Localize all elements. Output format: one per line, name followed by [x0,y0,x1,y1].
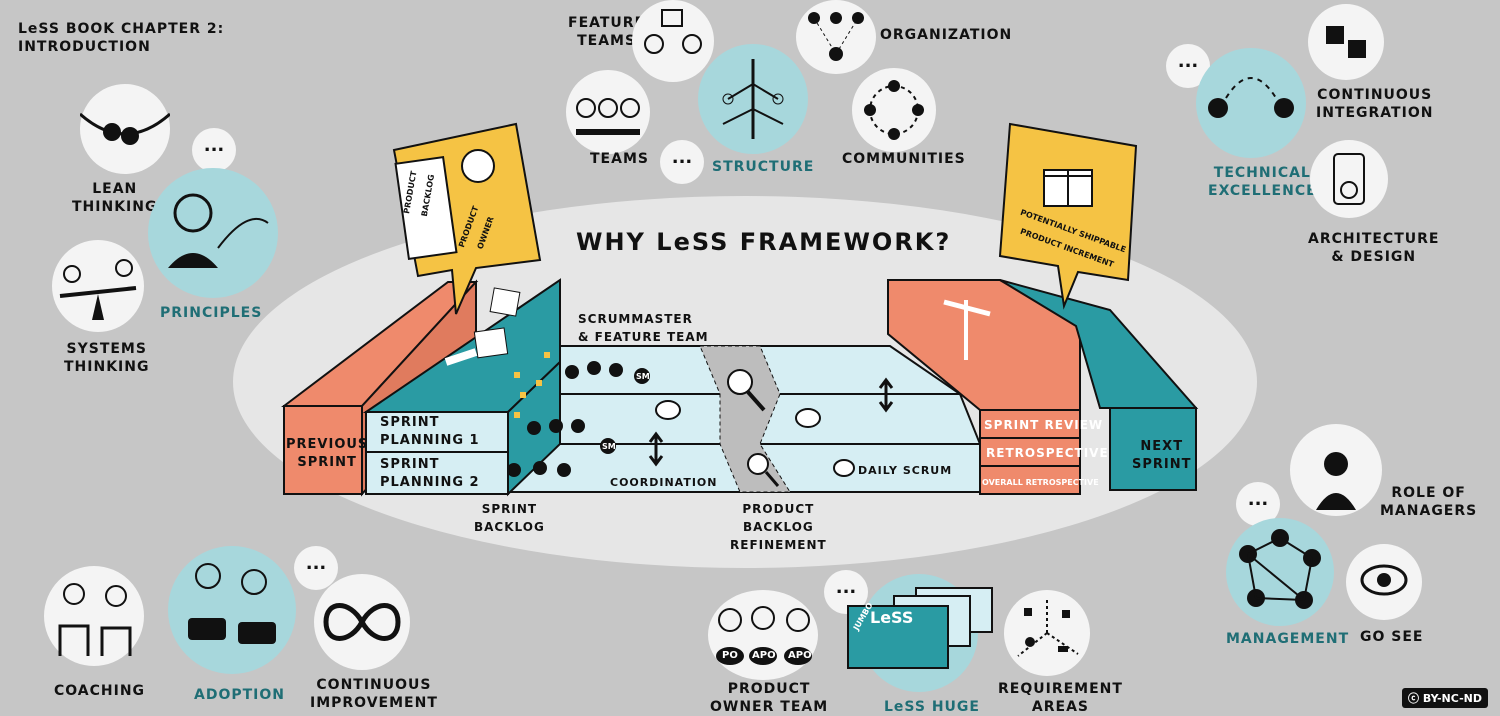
architecture-design-label: ARCHITECTURE & DESIGN [1308,231,1440,265]
sprint-review-label: SPRINT REVIEW [984,418,1104,432]
center-title: WHY LeSS FRAMEWORK? [576,228,952,256]
sm-badge: SM [602,442,616,451]
more-dots: ... [660,140,704,184]
coaching-illustration [44,566,144,666]
scrummaster-feature-team-label: SCRUMMASTER & FEATURE TEAM [578,312,709,344]
sprint-backlog-label: SPRINT BACKLOG [474,502,545,534]
less-boxes-icon [847,587,993,669]
coaching-icon [58,583,132,656]
less-box-label: LeSS [870,608,914,627]
requirement-areas-label: REQUIREMENT AREAS [998,681,1123,715]
systems-thinking-illustration [52,240,144,332]
apo-badge: APO [752,650,776,661]
retrospective-label: RETROSPECTIVE [986,446,1109,460]
requirement-areas-illustration [1004,590,1090,676]
daily-scrum-label: DAILY SCRUM [858,464,953,477]
music-player-icon [1333,153,1365,205]
sprint-planning-2-label: SPRINT PLANNING 2 [380,457,480,490]
puzzle-icon [1326,26,1366,58]
tree-icon [722,59,784,139]
feature-teams-illustration [632,0,714,82]
license-text: BY-NC-ND [1422,692,1482,705]
go-see-illustration [1346,544,1422,620]
lean-thinking-illustration [79,84,171,174]
juggling-icon [1208,77,1294,118]
license-badge[interactable]: ⓒ BY-NC-ND [1402,688,1488,708]
more-dots: ... [294,546,338,590]
adoption-label: ADOPTION [194,687,285,703]
adoption-circle [168,546,296,674]
apo-badge: APO [788,650,812,661]
teams-illustration [566,70,650,154]
hammock-icon [79,112,171,145]
sprint-planning-1-label: SPRINT PLANNING 1 [380,415,480,448]
continuous-integration-illustration [1308,4,1384,80]
less-huge-label: LeSS HUGE [884,699,980,715]
organization-label: ORGANIZATION [880,27,1013,43]
technical-excellence-circle [1196,48,1306,158]
continuous-integration-label: CONTINUOUS INTEGRATION [1316,87,1434,121]
product-owner-team-label: PRODUCT OWNER TEAM [710,681,829,715]
product-owner-team-illustration [708,590,818,680]
cc-icon: ⓒ [1408,692,1423,705]
requirement-areas-icon [1017,598,1079,657]
org-chart-icon [808,12,864,61]
book-title: LeSS BOOK CHAPTER 2: INTRODUCTION [18,21,225,55]
continuous-improvement-illustration [314,574,410,670]
gift-team-icon [644,9,702,54]
go-see-label: GO SEE [1360,629,1424,645]
eye-icon [1360,564,1408,596]
next-sprint-label: NEXT SPRINT [1132,439,1192,472]
coaching-label: COACHING [54,683,146,699]
previous-sprint-label: PREVIOUS SPRINT [286,437,369,470]
infinity-icon [323,603,401,641]
seesaw-icon [59,259,137,320]
architecture-illustration [1310,140,1388,218]
network-icon [1239,529,1321,609]
po-team-icon [716,606,812,665]
communities-illustration [852,68,936,152]
role-of-managers-label: ROLE OF MANAGERS [1380,485,1478,519]
manager-icon [1316,452,1356,510]
structure-label: STRUCTURE [712,159,815,175]
organization-illustration [796,0,876,74]
principles-circle [148,168,278,298]
three-people-icon [576,98,640,135]
structure-circle [698,44,808,154]
management-circle [1226,518,1334,626]
overall-retrospective-label: OVERALL RETROSPECTIVE [982,478,1099,487]
continuous-improvement-label: CONTINUOUS IMPROVEMENT [310,677,438,711]
product-backlog-refinement-label: PRODUCT BACKLOG REFINEMENT [730,502,827,552]
community-circle-icon [864,80,924,140]
systems-thinking-label: SYSTEMS THINKING [64,341,150,375]
feature-teams-label: FEATURE TEAMS [568,15,646,49]
teacher-icon [168,193,269,268]
coordination-label: COORDINATION [610,476,718,489]
product-backlog-sign-label: PRODUCT BACKLOG [402,170,437,218]
po-badge: PO [722,650,738,661]
communities-label: COMMUNITIES [842,151,966,167]
technical-excellence-label: TECHNICAL EXCELLENCE [1208,165,1317,199]
adoption-team-icon [188,563,276,644]
more-dots: ... [192,128,236,172]
managers-illustration [1290,424,1382,516]
principles-label: PRINCIPLES [160,305,263,321]
lean-thinking-label: LEAN THINKING [72,181,158,215]
teams-label: TEAMS [590,151,649,167]
sm-badge: SM [636,372,650,381]
management-label: MANAGEMENT [1226,631,1350,647]
